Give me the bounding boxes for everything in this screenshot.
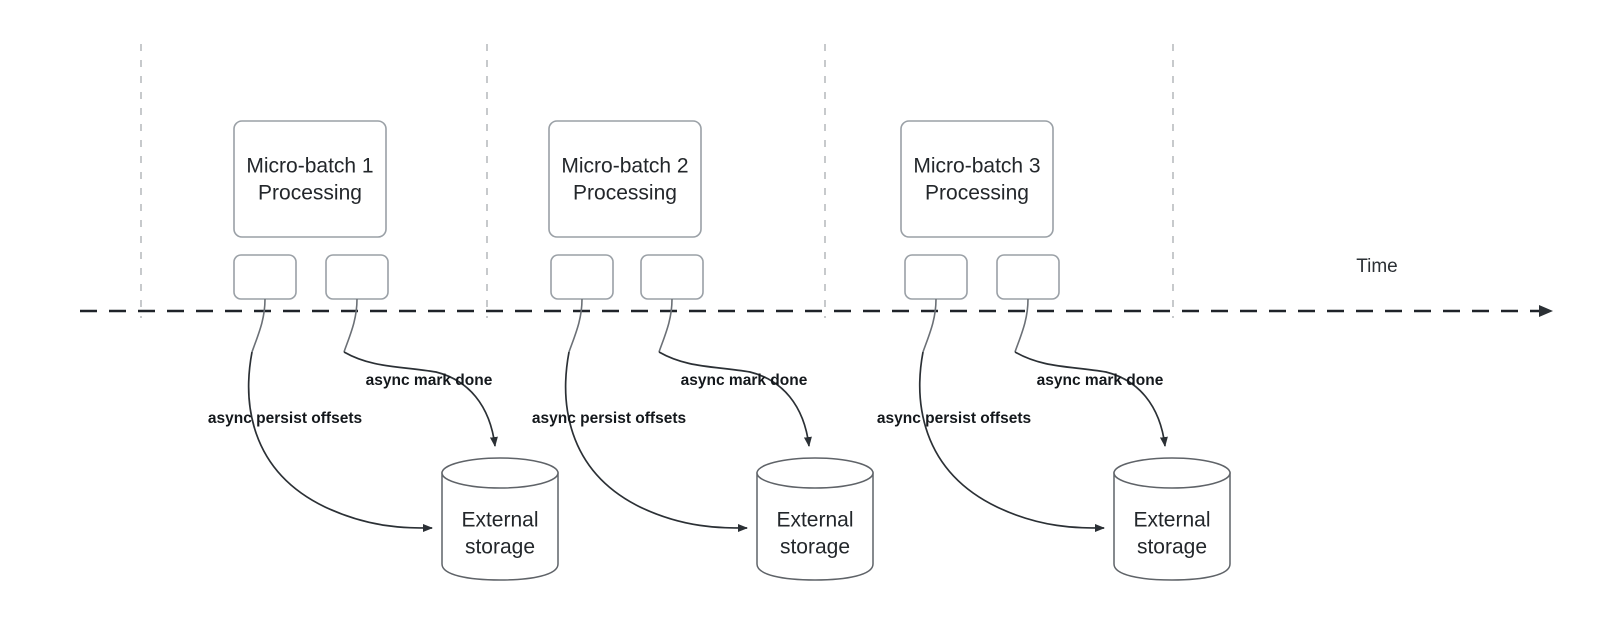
task-slot-1a[interactable] xyxy=(233,254,297,300)
external-storage-cylinder-3[interactable]: External storage xyxy=(1113,457,1231,581)
async-persist-offsets-label-1: async persist offsets xyxy=(208,410,362,427)
async-persist-offsets-arrow-1 xyxy=(247,351,433,532)
micro-batch-1-label-line2: Processing xyxy=(258,182,362,205)
micro-batch-2-label-line1: Micro-batch 2 xyxy=(561,155,688,178)
micro-batch-3-box[interactable] xyxy=(900,120,1054,238)
external-storage-2-label-line2: storage xyxy=(780,536,850,559)
time-axis-label: Time xyxy=(1356,256,1398,277)
external-storage-3-label-line2: storage xyxy=(1137,536,1207,559)
task-slot-3a-stem xyxy=(922,298,937,353)
task-slot-2a[interactable] xyxy=(550,254,614,300)
external-storage-1-label-line2: storage xyxy=(465,536,535,559)
micro-batch-group-2: Micro-batch 2 Processing async persist o… xyxy=(532,120,874,581)
async-mark-done-arrow-1 xyxy=(343,351,498,447)
micro-batch-3-label-line2: Processing xyxy=(925,182,1029,205)
task-slot-2b[interactable] xyxy=(640,254,704,300)
async-mark-done-label-2: async mark done xyxy=(681,372,808,389)
micro-batch-2-box[interactable] xyxy=(548,120,702,238)
task-slot-1b[interactable] xyxy=(325,254,389,300)
async-mark-done-label-1: async mark done xyxy=(366,372,493,389)
async-mark-done-label-3: async mark done xyxy=(1037,372,1164,389)
task-slot-3a[interactable] xyxy=(904,254,968,300)
micro-batch-group-3: Micro-batch 3 Processing async persist o… xyxy=(877,120,1231,581)
micro-batch-1-label-line1: Micro-batch 1 xyxy=(246,155,373,178)
micro-batch-2-label-line2: Processing xyxy=(573,182,677,205)
task-slot-2a-stem xyxy=(568,298,583,353)
task-slot-3b-stem xyxy=(1014,298,1029,353)
async-persist-offsets-arrow-2 xyxy=(564,351,748,532)
micro-batch-3-label-line1: Micro-batch 3 xyxy=(913,155,1040,178)
async-mark-done-arrow-2 xyxy=(658,351,812,447)
async-persist-offsets-label-2: async persist offsets xyxy=(532,410,686,427)
task-slot-2b-stem xyxy=(658,298,673,353)
external-storage-1-label-line1: External xyxy=(461,509,538,532)
task-slot-3b[interactable] xyxy=(996,254,1060,300)
async-mark-done-arrow-3 xyxy=(1014,351,1168,447)
task-slot-1a-stem xyxy=(251,298,266,353)
external-storage-3-label-line1: External xyxy=(1133,509,1210,532)
async-persist-offsets-arrow-3 xyxy=(918,351,1105,532)
async-persist-offsets-label-3: async persist offsets xyxy=(877,410,1031,427)
external-storage-2-label-line1: External xyxy=(776,509,853,532)
task-slot-1b-stem xyxy=(343,298,358,353)
micro-batch-group-1: Micro-batch 1 Processing async persist o… xyxy=(208,120,559,581)
external-storage-cylinder-1[interactable]: External storage xyxy=(441,457,559,581)
external-storage-cylinder-2[interactable]: External storage xyxy=(756,457,874,581)
micro-batch-1-box[interactable] xyxy=(233,120,387,238)
